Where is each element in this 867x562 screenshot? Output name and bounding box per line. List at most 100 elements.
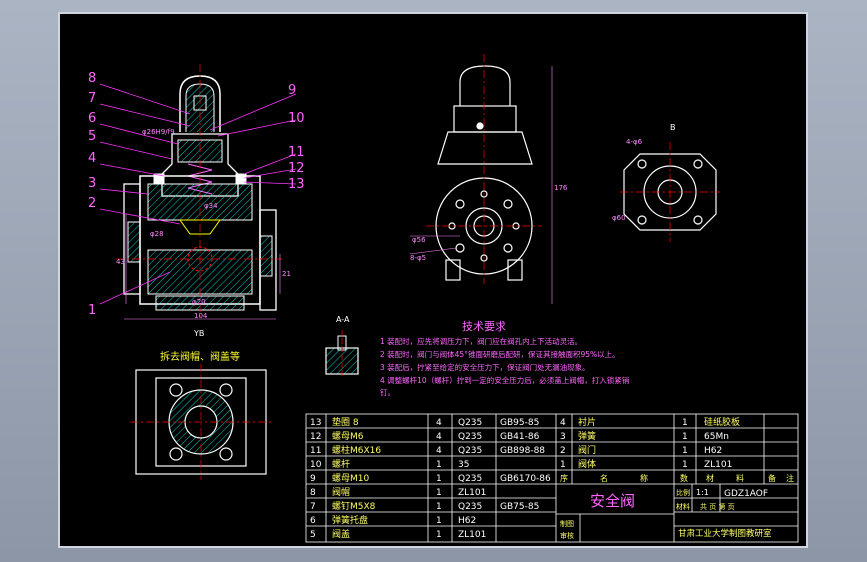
bom-row: 3 弹簧 1 65Mn — [560, 430, 729, 442]
leader-7: 7 — [88, 91, 96, 106]
svg-text:H62: H62 — [704, 446, 722, 456]
svg-text:Q235: Q235 — [458, 446, 482, 456]
leader-12: 12 — [288, 161, 305, 176]
row-labels: 共 页 第 页 — [700, 502, 735, 511]
bom-row: 9 螺母M10 1 Q235 GB6170-86 — [310, 473, 551, 484]
aa-section — [325, 330, 359, 378]
bom-row: 2 阀门 1 H62 — [560, 444, 722, 456]
svg-text:7: 7 — [310, 502, 316, 512]
dim-28: φ28 — [150, 230, 164, 238]
material-label: 材料 — [676, 502, 690, 511]
leader-5: 5 — [88, 129, 96, 144]
main-section-view — [116, 64, 282, 319]
svg-text:6: 6 — [310, 516, 316, 526]
caption-bottom-left: 拆去阀帽、阀盖等 — [160, 350, 240, 363]
leader-11: 11 — [288, 145, 305, 160]
leader-13: 13 — [288, 177, 305, 192]
svg-text:1: 1 — [436, 502, 442, 512]
svg-text:螺钉M5X8: 螺钉M5X8 — [332, 501, 376, 512]
svg-text:4: 4 — [560, 418, 566, 428]
dim-43: 43 — [116, 258, 125, 266]
mid-dim-lines — [409, 66, 553, 304]
checked-label: 审核 — [560, 531, 574, 540]
school-name: 甘肃工业大学制图教研室 — [678, 528, 772, 539]
svg-text:Q235: Q235 — [458, 418, 482, 428]
svg-text:1: 1 — [436, 460, 442, 470]
svg-text:垫圈 8: 垫圈 8 — [332, 416, 359, 428]
scale-value: 1:1 — [696, 488, 709, 497]
svg-text:1: 1 — [436, 516, 442, 526]
svg-text:12: 12 — [310, 432, 321, 442]
bom-row: 13 垫圈 8 4 Q235 GB95-85 — [310, 416, 539, 428]
bom-row: 11 螺柱M6X16 4 Q235 GB898-88 — [310, 444, 545, 456]
leader-10: 10 — [288, 111, 305, 126]
svg-text:1: 1 — [436, 488, 442, 498]
tech-req-line-4: 4 调整螺杆10（螺杆）拧到一定的安全压力后，必须盖上阀帽，打入锁紧销 — [380, 375, 630, 385]
svg-text:称: 称 — [640, 473, 648, 483]
svg-text:阀帽: 阀帽 — [332, 486, 350, 498]
dim-56: φ56 — [412, 236, 426, 244]
dim-8-5: 8-φ5 — [410, 254, 426, 262]
svg-text:衬片: 衬片 — [578, 416, 596, 428]
section-label-yb: YB — [193, 329, 204, 338]
dim-34: φ34 — [204, 202, 218, 210]
svg-text:数: 数 — [680, 473, 688, 483]
svg-text:ZL101: ZL101 — [458, 488, 486, 498]
dim-60: φ60 — [612, 214, 626, 222]
svg-text:65Mn: 65Mn — [704, 432, 729, 442]
svg-text:螺柱M6X16: 螺柱M6X16 — [332, 444, 381, 456]
drawing-title: 安全阀 — [590, 492, 635, 510]
svg-text:ZL101: ZL101 — [458, 530, 486, 540]
svg-text:弹簧: 弹簧 — [578, 430, 596, 442]
bottom-left-view — [130, 364, 272, 480]
tech-req-line-3: 3 装配后，拧紧至给定的安全压力下，保证阀门处无漏油现象。 — [380, 362, 590, 372]
section-label-aa: A-A — [336, 315, 350, 324]
leader-1: 1 — [88, 303, 96, 318]
svg-text:4: 4 — [436, 446, 442, 456]
svg-text:1: 1 — [682, 418, 688, 428]
svg-text:35: 35 — [458, 460, 469, 470]
tech-req-line-2: 2 装配时，阀门与阀体45°锥面研磨后配研，保证其接触面积95%以上。 — [380, 349, 620, 359]
svg-text:硅纸胶板: 硅纸胶板 — [704, 416, 740, 428]
svg-text:螺母M10: 螺母M10 — [332, 473, 369, 484]
drawing-number: GDZ1AOF — [724, 489, 768, 499]
svg-text:5: 5 — [310, 530, 316, 540]
dim-21: 21 — [282, 270, 291, 278]
svg-text:备: 备 — [768, 473, 776, 483]
svg-text:GB75-85: GB75-85 — [500, 502, 539, 512]
leader-4: 4 — [88, 151, 96, 166]
bom-right-rows: 4 衬片 1 硅纸胶板 3 弹簧 1 65Mn 2 阀门 1 H62 1 阀体 … — [560, 416, 794, 483]
svg-text:材: 材 — [706, 473, 714, 483]
svg-text:阀盖: 阀盖 — [332, 528, 350, 540]
tech-req-line-5: 钉。 — [380, 387, 395, 397]
tech-req-lines: 1 装配时，应先将调压力下，阀门应在阀孔内上下活动灵活。 2 装配时，阀门与阀体… — [380, 336, 630, 397]
leader-2: 2 — [88, 196, 96, 211]
svg-text:3: 3 — [560, 432, 566, 442]
svg-text:4: 4 — [436, 432, 442, 442]
left-dimensions: φ26H9/f9 φ34 φ20 φ28 43 21 104 — [116, 128, 291, 320]
dim-4-6: 4-φ6 — [626, 138, 643, 146]
bom-row: 12 螺母M6 4 Q235 GB41-86 — [310, 431, 540, 442]
leader-3: 3 — [88, 176, 96, 191]
leader-6: 6 — [88, 111, 96, 126]
svg-text:阀体: 阀体 — [578, 458, 596, 470]
leader-8: 8 — [88, 71, 96, 86]
svg-text:1: 1 — [436, 530, 442, 540]
cad-drawing: 8 7 6 5 4 3 2 1 9 10 11 12 13 φ26H9/f9 φ… — [88, 54, 799, 543]
svg-text:9: 9 — [310, 474, 316, 484]
svg-text:注: 注 — [786, 473, 794, 483]
svg-text:2: 2 — [560, 446, 566, 456]
drawing-sheet: 8 7 6 5 4 3 2 1 9 10 11 12 13 φ26H9/f9 φ… — [58, 12, 808, 548]
svg-text:H62: H62 — [458, 516, 476, 526]
bom-row: 10 螺杆 1 35 — [310, 458, 469, 470]
bom-row: 7 螺钉M5X8 1 Q235 GB75-85 — [310, 501, 539, 512]
title-block: 安全阀 比例 1:1 GDZ1AOF 材料 共 页 第 页 制图 审核 甘肃工业… — [560, 488, 772, 540]
leader-lines — [99, 83, 297, 305]
svg-text:1: 1 — [682, 446, 688, 456]
view-b-label: B — [670, 123, 676, 132]
leader-numbers: 8 7 6 5 4 3 2 1 9 10 11 12 13 — [88, 71, 305, 318]
dim-176: 176 — [554, 184, 568, 192]
svg-text:1: 1 — [436, 474, 442, 484]
svg-text:Q235: Q235 — [458, 432, 482, 442]
bom-row: 1 阀体 1 ZL101 — [560, 458, 732, 470]
